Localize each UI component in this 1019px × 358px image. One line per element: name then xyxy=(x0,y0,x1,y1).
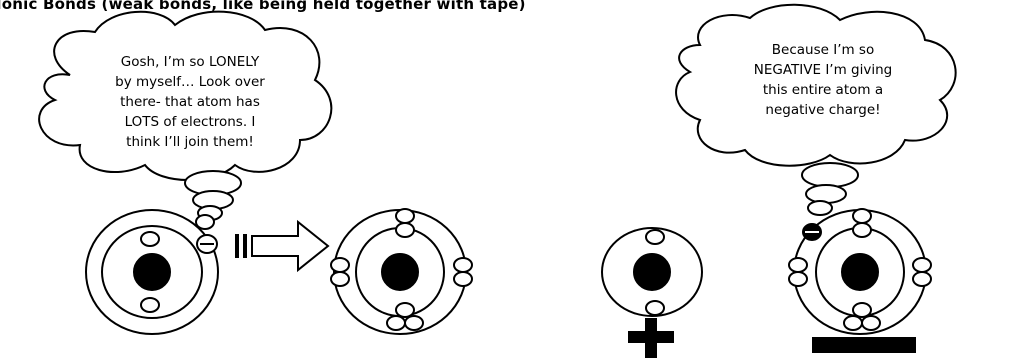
nucleus xyxy=(381,253,419,291)
atom-acceptor xyxy=(330,208,473,335)
electron-transfer xyxy=(196,234,218,254)
thought-text-right: Because I’m so NEGATIVE I’m giving this … xyxy=(708,40,938,120)
electron xyxy=(395,302,415,318)
electron xyxy=(788,271,808,287)
electron xyxy=(645,229,665,245)
thought-text-left: Gosh, I’m so LONELY by myself… Look over… xyxy=(70,52,310,152)
electron xyxy=(330,257,350,273)
thought-line: Because I’m so xyxy=(771,42,875,58)
electron xyxy=(453,257,473,273)
atom-donor xyxy=(85,209,219,335)
electron xyxy=(843,315,863,331)
thought-line: LOTS of electrons. I xyxy=(124,114,256,130)
nucleus xyxy=(633,253,671,291)
positive-charge-symbol xyxy=(628,318,674,358)
thought-cloud-right xyxy=(675,3,957,216)
thought-line: this entire atom a xyxy=(762,82,884,98)
electron xyxy=(645,300,665,316)
electron xyxy=(852,208,872,224)
thought-line: by myself… Look over xyxy=(115,74,265,90)
atom-positive-ion xyxy=(601,227,703,317)
thought-cloud-left xyxy=(25,10,345,221)
electron xyxy=(852,302,872,318)
electron xyxy=(140,231,160,247)
thought-line: NEGATIVE I’m giving xyxy=(753,62,893,78)
negative-charge-symbol xyxy=(812,337,916,353)
electron xyxy=(395,222,415,238)
electron xyxy=(912,257,932,273)
thought-line: Gosh, I’m so LONELY xyxy=(120,54,260,70)
electron xyxy=(404,315,424,331)
atom-negative-ion xyxy=(788,208,932,335)
nucleus xyxy=(133,253,171,291)
electron xyxy=(788,257,808,273)
thought-line: negative charge! xyxy=(765,102,881,118)
electron xyxy=(453,271,473,287)
electron xyxy=(912,271,932,287)
electron xyxy=(195,214,215,230)
electron xyxy=(395,208,415,224)
electron xyxy=(386,315,406,331)
electron xyxy=(861,315,881,331)
transfer-arrow xyxy=(235,219,330,273)
nucleus xyxy=(841,253,879,291)
electron xyxy=(852,222,872,238)
thought-line: think I’ll join them! xyxy=(126,134,254,150)
diagram-title: Ionic Bonds (weak bonds, like being held… xyxy=(0,0,526,13)
thought-line: there- that atom has xyxy=(120,94,260,110)
electron xyxy=(330,271,350,287)
electron xyxy=(140,297,160,313)
